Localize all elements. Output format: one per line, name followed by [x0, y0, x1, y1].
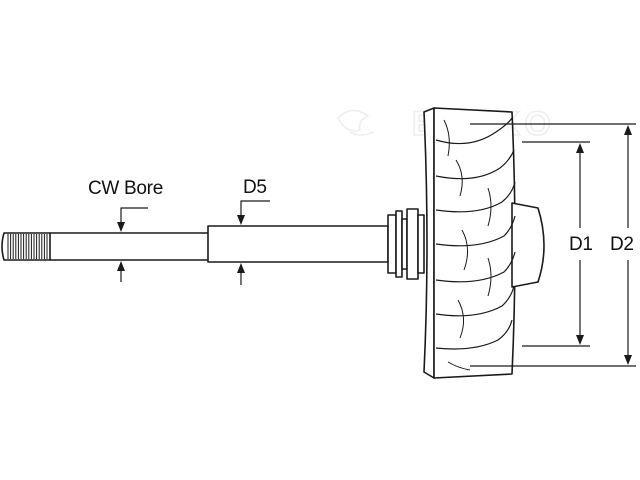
watermark-logo-icon — [337, 109, 375, 136]
label-d2: D2 — [610, 234, 634, 255]
shaft-d5-section — [207, 225, 389, 263]
turbine-wheel — [423, 107, 545, 379]
label-cw-bore: CW Bore — [88, 178, 163, 199]
dimension-d5 — [237, 200, 270, 285]
dimension-d1 — [522, 141, 590, 347]
wheel-nose — [511, 202, 545, 288]
dimension-cw-bore — [117, 207, 148, 282]
threaded-end — [1, 232, 51, 261]
shaft-cw-section — [50, 232, 208, 261]
dimension-d2 — [470, 123, 636, 367]
label-d5: D5 — [243, 177, 267, 198]
label-d1: D1 — [569, 234, 593, 255]
shaft-collar — [387, 208, 425, 280]
